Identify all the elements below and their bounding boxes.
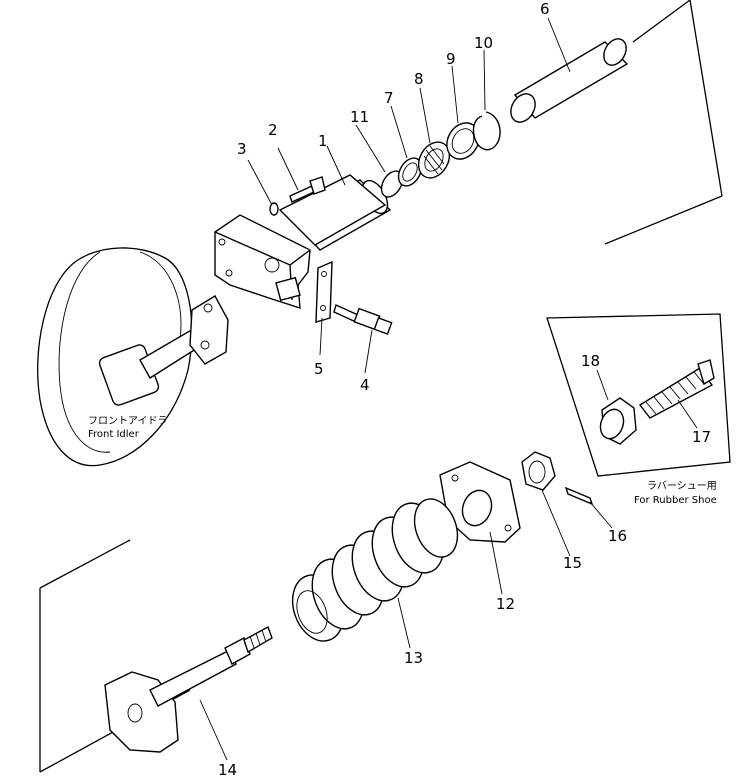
label-8: 8 — [414, 70, 424, 88]
part-number-labels: 1 2 3 4 5 6 7 8 9 10 11 12 13 14 15 16 1… — [218, 0, 711, 776]
label-14: 14 — [218, 761, 237, 776]
part-15-nut — [521, 451, 556, 491]
part-1-cylinder-yoke — [214, 174, 392, 309]
label-4: 4 — [360, 376, 370, 394]
part-4-valve — [333, 304, 393, 335]
part-6-rod — [510, 38, 629, 123]
part-2-bolt — [289, 176, 326, 203]
part-14-spring-rod — [104, 625, 273, 753]
front-idler-label-en: Front Idler — [88, 429, 140, 440]
label-17: 17 — [692, 428, 711, 446]
label-3: 3 — [237, 140, 247, 158]
label-16: 16 — [608, 527, 627, 545]
label-5: 5 — [314, 360, 324, 378]
part-18-nut — [599, 397, 637, 445]
part-7-ring — [397, 157, 423, 187]
part-10-snap-ring — [472, 111, 501, 151]
front-idler-wheel — [37, 247, 229, 467]
part-16-cotter-pin — [564, 486, 594, 506]
label-7: 7 — [384, 89, 394, 107]
label-6: 6 — [540, 0, 550, 18]
part-13-spring — [291, 498, 459, 642]
part-3-washer — [269, 202, 279, 216]
front-idler-label-jp: フロントアイドラ — [88, 415, 168, 427]
label-11: 11 — [350, 108, 369, 126]
label-13: 13 — [404, 649, 423, 667]
rubber-shoe-label-jp: ラバーシュー用 — [647, 480, 717, 492]
part-8-seal — [417, 141, 451, 179]
label-2: 2 — [268, 121, 278, 139]
label-12: 12 — [496, 595, 515, 613]
label-18: 18 — [581, 352, 600, 370]
label-10: 10 — [474, 34, 493, 52]
part-5-plate — [315, 260, 333, 323]
leader-lines — [199, 17, 698, 761]
label-15: 15 — [563, 554, 582, 572]
part-9-bushing — [446, 122, 480, 160]
rubber-shoe-label-en: For Rubber Shoe — [634, 495, 717, 506]
rubber-shoe-box — [546, 313, 731, 477]
label-9: 9 — [446, 50, 456, 68]
part-17-threaded-bolt — [638, 359, 715, 419]
label-1: 1 — [318, 132, 328, 150]
